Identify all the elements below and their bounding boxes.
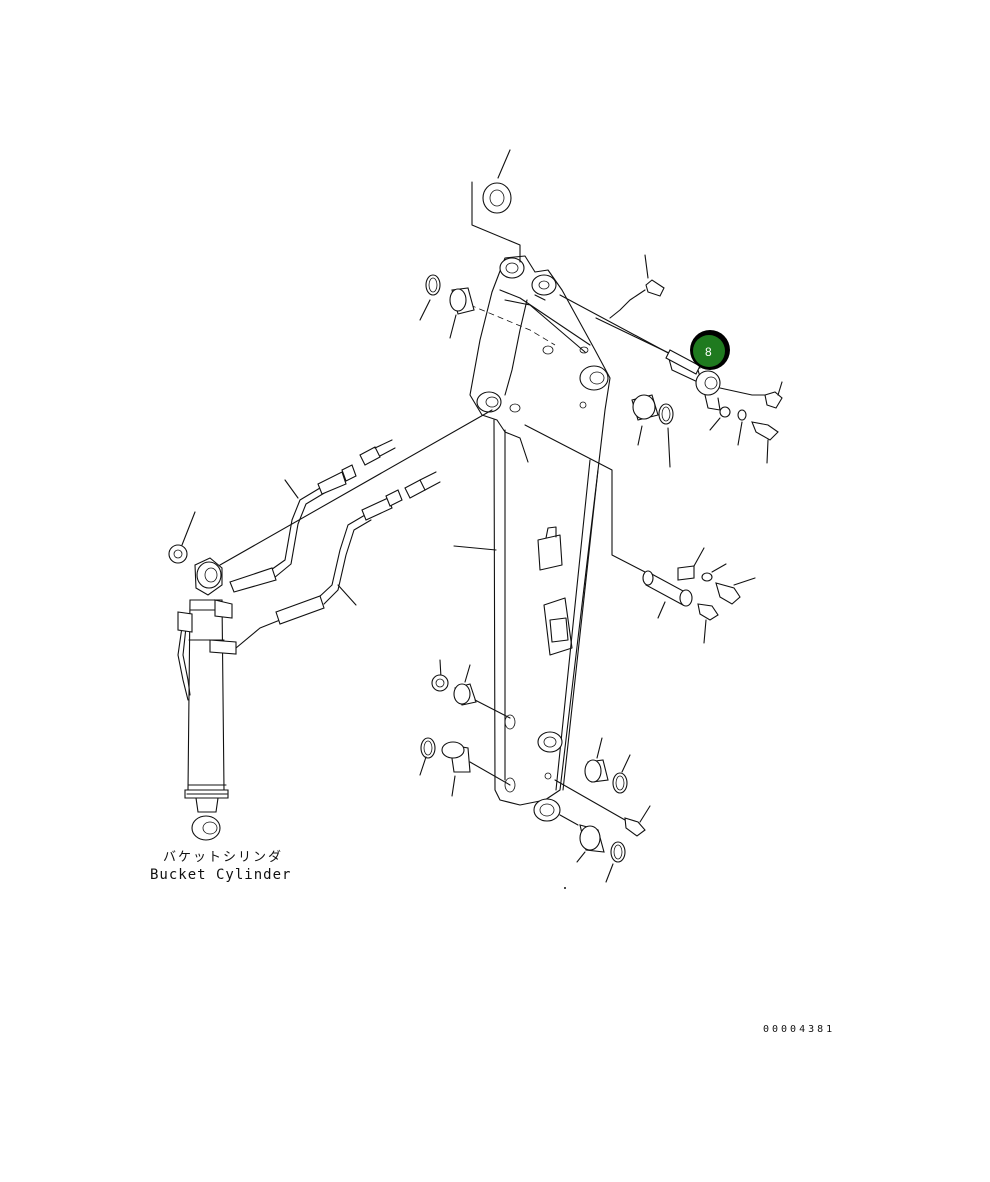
callout-8-badge	[693, 335, 725, 367]
lower-left-bushings	[419, 659, 511, 797]
callout-8[interactable]: 8	[690, 330, 730, 370]
arm-body	[469, 255, 611, 822]
bucket-cylinder	[168, 409, 493, 841]
bucket-cylinder-label-en: Bucket Cylinder	[150, 867, 291, 883]
mid-right-pin-assembly	[524, 424, 756, 644]
hydraulic-hoses	[229, 439, 497, 625]
right-upper-pin-assembly: 8	[631, 330, 783, 468]
lower-right-bushings	[554, 737, 651, 889]
callout-8-number: 8	[705, 345, 712, 359]
bucket-cylinder-label-jp: バケットシリンダ	[163, 850, 283, 865]
drawing-number: 00004381	[763, 1024, 835, 1035]
top-pin-assembly	[419, 149, 701, 369]
